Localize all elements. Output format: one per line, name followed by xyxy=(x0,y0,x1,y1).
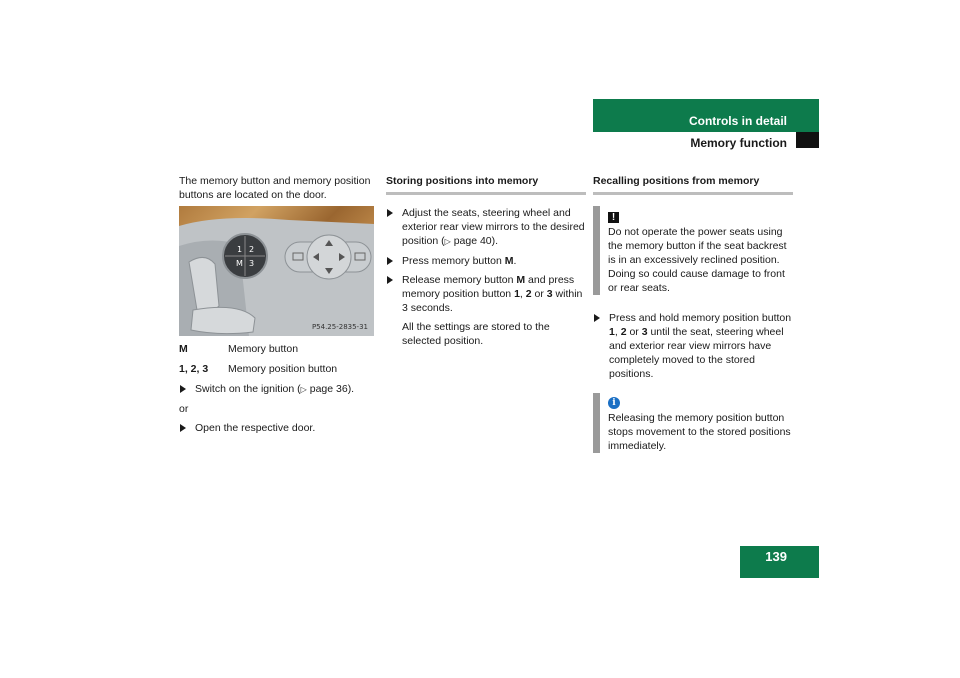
page-number-box xyxy=(740,546,819,578)
warning-note: ! Do not operate the power seats using t… xyxy=(593,206,793,295)
page-number: 139 xyxy=(765,549,787,564)
svg-text:M: M xyxy=(236,259,243,268)
legend-desc: Memory position button xyxy=(228,363,338,375)
svg-text:1: 1 xyxy=(237,245,242,254)
page-ref-icon: ▷ xyxy=(444,237,451,246)
page-title: Memory function xyxy=(690,136,787,150)
header-band xyxy=(593,99,819,132)
legend-key: 1, 2, 3 xyxy=(179,363,209,375)
image-code: P54.25-2835-31 xyxy=(311,323,368,331)
info-text: Releasing the memory position button sto… xyxy=(608,412,791,452)
svg-text:3: 3 xyxy=(249,259,254,268)
step-press-m: Press memory button M. xyxy=(386,254,586,268)
legend-row: 1, 2, 3 Memory position button xyxy=(179,362,379,376)
warning-icon: ! xyxy=(608,212,619,223)
note-bar xyxy=(593,393,600,453)
door-panel-photo: 1 2 M 3 P54.25-2835-31 xyxy=(179,206,374,336)
section-title: Controls in detail xyxy=(688,114,787,128)
door-controls-illustration: 1 2 M 3 xyxy=(179,218,374,336)
step-recall: Press and hold memory position button 1,… xyxy=(593,311,793,381)
step-open-door: Open the respective door. xyxy=(179,421,379,435)
column-1: The memory button and memory position bu… xyxy=(179,174,379,440)
column-3: Recalling positions from memory ! Do not… xyxy=(593,174,793,453)
or-text: or xyxy=(179,403,189,415)
step-ignition: Switch on the ignition (▷ page 36). xyxy=(179,382,379,397)
info-icon: i xyxy=(608,397,620,409)
legend-row: M Memory button xyxy=(179,342,379,356)
note-bar xyxy=(593,206,600,295)
intro-text: The memory button and memory position bu… xyxy=(179,175,371,201)
legend-key: M xyxy=(179,343,188,355)
svg-text:2: 2 xyxy=(249,245,254,254)
step-release: Release memory button M and press memory… xyxy=(386,273,586,315)
info-note: i Releasing the memory position button s… xyxy=(593,393,793,453)
heading-recalling: Recalling positions from memory xyxy=(593,174,793,195)
page-ref-icon: ▷ xyxy=(300,385,307,394)
heading-storing: Storing positions into memory xyxy=(386,174,586,195)
result-text: All the settings are stored to the selec… xyxy=(402,321,550,347)
step-adjust: Adjust the seats, steering wheel and ext… xyxy=(386,206,586,249)
header-marker xyxy=(796,132,819,148)
legend-desc: Memory button xyxy=(228,343,299,355)
warning-text: Do not operate the power seats using the… xyxy=(608,226,787,294)
column-2: Storing positions into memory Adjust the… xyxy=(386,174,586,353)
